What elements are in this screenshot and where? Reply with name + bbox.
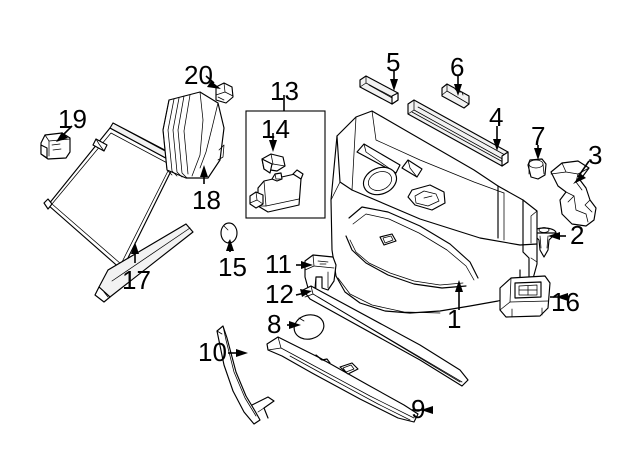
callout-label-10: 10 [198,337,227,367]
part-grommet-plug [527,158,547,180]
callout-leader-12 [295,289,312,297]
callout-label-14: 14 [261,114,290,144]
part-long-accent-molding [302,285,469,387]
callout-leader-16 [550,293,568,301]
callout-label-1: 1 [447,304,462,334]
callout-label-11: 11 [265,249,292,279]
part-retainer-bracket [304,254,337,291]
callout-label-3: 3 [588,140,603,170]
part-door-trim-panel [330,110,538,314]
part-mounting-bracket [550,160,597,227]
callout-leader-9 [412,406,433,414]
callout-label-15: 15 [218,252,247,282]
callout-leader-5 [390,71,398,91]
part-sail-panel-cap [215,82,234,104]
callout-leader-11 [296,261,313,269]
part-small-plug-cap [220,222,238,244]
part-oval-cover-cap [293,314,325,340]
callout-label-4: 4 [489,102,504,132]
callout-leader-3 [573,160,590,184]
callout-label-2: 2 [570,220,585,250]
callout-leader-18 [200,165,208,184]
callout-label-17: 17 [122,265,151,295]
callout-label-6: 6 [450,52,465,82]
callout-label-9: 9 [411,394,426,424]
part-handle-bushing [261,153,286,174]
callout-leader-19 [56,125,73,142]
part-handle-body [249,169,304,213]
callout-label-8: 8 [267,309,282,339]
callout-label-7: 7 [531,121,546,151]
part-window-switch [499,275,551,318]
callout-label-20: 20 [184,60,213,90]
callout-leader-1 [455,280,463,310]
handle-assembly-box-frame [245,110,326,219]
callout-leader-8 [287,321,301,329]
part-sun-shade [43,122,194,303]
callout-label-5: 5 [386,47,401,77]
part-vertical-trim-strip [216,325,275,425]
callout-leader-2 [548,232,566,240]
part-end-cap-trim-left [359,75,399,105]
callout-leader-14 [269,133,277,152]
callout-leader-10 [228,349,248,357]
callout-leader-6 [454,76,462,96]
callout-leader-20 [205,75,221,89]
callout-leader-15 [226,239,234,252]
callout-leader-17 [131,242,139,263]
callout-label-12: 12 [265,279,294,309]
part-upper-trim-strip [407,99,509,167]
callout-label-13: 13 [270,76,299,106]
part-armrest [266,336,419,423]
part-sail-panel [162,91,225,179]
callout-leader-4 [493,126,501,151]
callout-label-18: 18 [192,185,221,215]
callout-label-19: 19 [58,104,87,134]
callout-leader-7 [534,145,542,160]
callout-label-16: 16 [551,287,580,317]
